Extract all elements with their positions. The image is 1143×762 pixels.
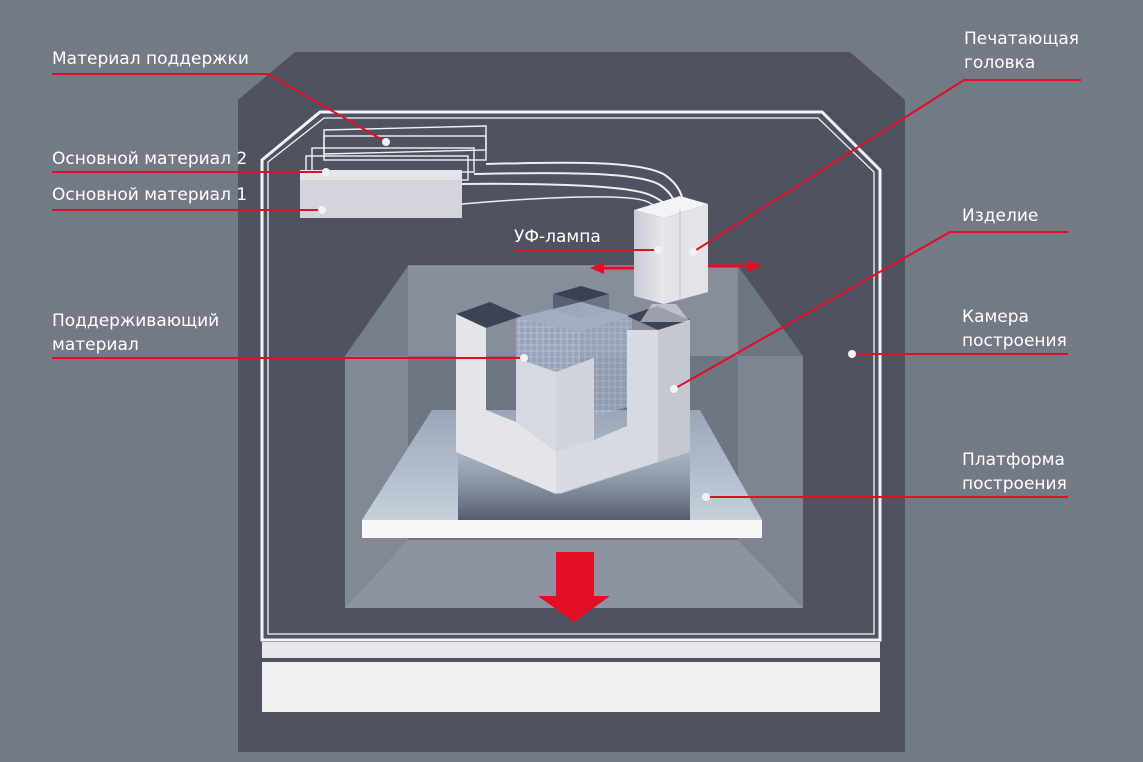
part-inner-slot bbox=[516, 358, 594, 452]
housing-inner-outline bbox=[260, 110, 882, 642]
label-main-material-2: Основной материал 2 bbox=[52, 149, 247, 169]
feed-tube bbox=[485, 161, 685, 211]
label-build-platform-line1: Платформа bbox=[962, 450, 1065, 470]
support-mesh-top bbox=[516, 302, 632, 332]
label-print-head-line2: головка bbox=[964, 53, 1035, 73]
label-product: Изделие bbox=[962, 206, 1038, 226]
printer-base bbox=[262, 662, 880, 712]
build-platform-edge bbox=[362, 520, 762, 538]
leader-dots bbox=[318, 138, 856, 501]
left-right-arrow-icon bbox=[590, 260, 762, 274]
down-arrow-icon bbox=[538, 552, 610, 622]
part-shadow bbox=[458, 450, 690, 520]
printer-base-band bbox=[262, 642, 880, 658]
housing-inner-outline-2 bbox=[267, 117, 875, 635]
cartridge-main-1 bbox=[300, 170, 462, 218]
label-build-platform-line2: построения bbox=[962, 474, 1067, 494]
label-supporting-material-line1: Поддерживающий bbox=[52, 311, 219, 331]
part-left-arm-top bbox=[456, 302, 522, 328]
label-uv-lamp: УФ-лампа bbox=[514, 227, 601, 247]
label-main-material-1: Основной материал 1 bbox=[52, 185, 247, 205]
label-build-chamber-line2: построения bbox=[962, 331, 1067, 351]
label-supporting-material-line2: материал bbox=[52, 335, 139, 355]
label-support-material: Материал поддержки bbox=[52, 49, 249, 69]
label-build-chamber-line1: Камера bbox=[962, 307, 1029, 327]
leader-lines bbox=[52, 73, 1081, 498]
label-print-head-line1: Печатающая bbox=[964, 29, 1079, 49]
print-head bbox=[634, 196, 708, 322]
